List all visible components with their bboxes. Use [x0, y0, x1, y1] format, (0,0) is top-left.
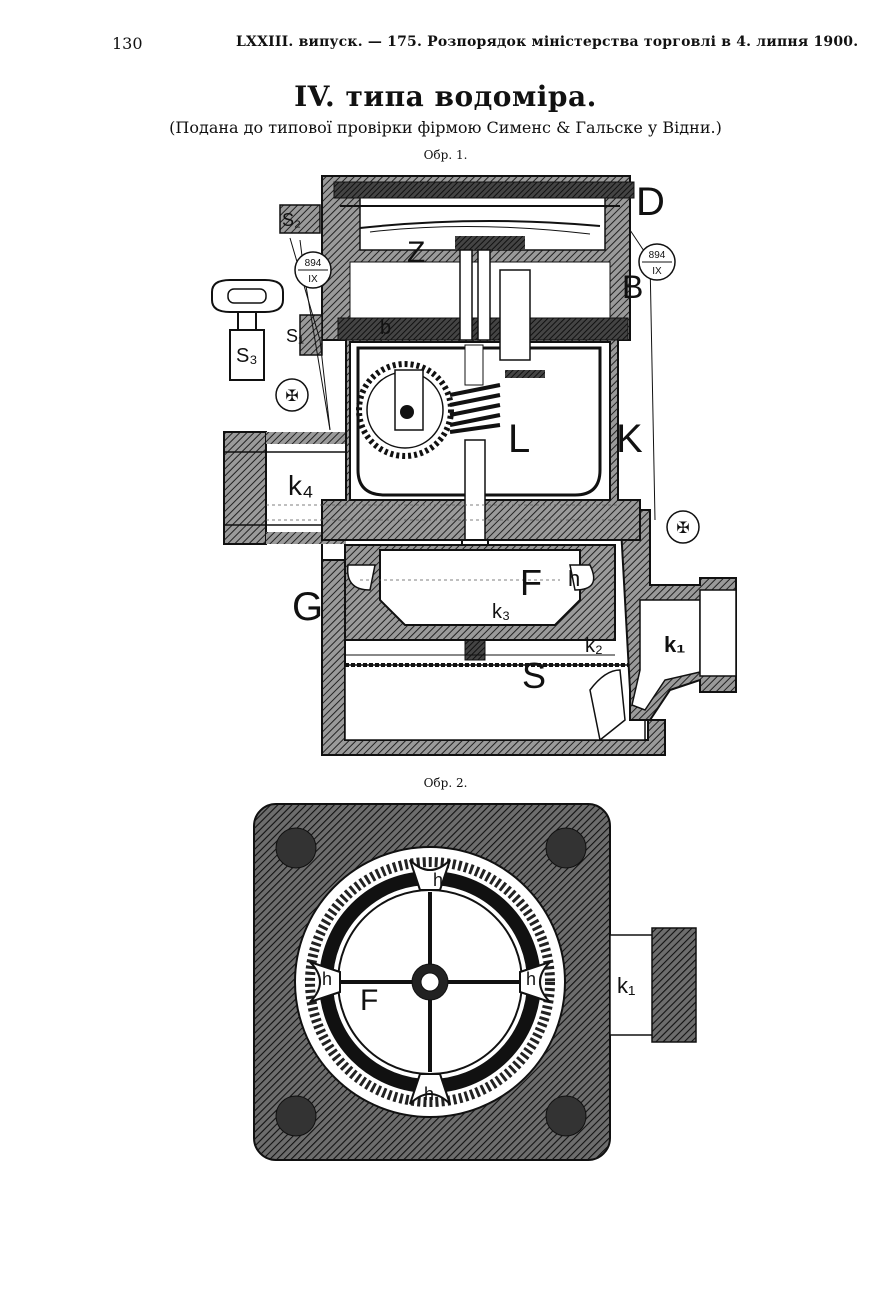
outlet-k1-plan: [609, 927, 697, 1043]
eagle-seal-right: ✠: [666, 510, 700, 544]
figure-2-plan-view: F h h h h k₁: [253, 803, 697, 1161]
counter-gearwork-z: [455, 236, 545, 378]
figure-1-caption: Обр. 1.: [423, 148, 468, 162]
running-header: LXXIII. випуск. — 175. Розпорядок мініст…: [236, 34, 859, 50]
eagle-seal-left: ✠: [275, 378, 309, 412]
label-s: S: [522, 655, 546, 696]
label-s2: S₂: [282, 210, 301, 230]
seal-number-2: IX: [308, 274, 318, 285]
gear-wheel: [356, 361, 454, 459]
plan-label-f: F: [360, 984, 378, 1017]
svg-text:✠: ✠: [676, 520, 689, 537]
label-k4: k₄: [288, 470, 313, 501]
label-f: F: [520, 562, 542, 603]
plan-label-h-right: h: [526, 969, 536, 989]
figure-2-caption: Обр. 2.: [423, 776, 468, 790]
plan-label-k1: k₁: [617, 973, 635, 998]
seal-number-3: 894: [649, 250, 666, 261]
figure-1-water-meter-section: ✠ ✠ D B Z L K F h G S b S₁ S₂ S₃ k₁ k₂ k…: [211, 175, 737, 756]
plan-label-h-bottom: h: [424, 1084, 434, 1104]
seal-number-4: IX: [652, 266, 662, 277]
label-g: G: [292, 585, 323, 629]
page-subtitle: (Подана до типової провірки фірмою Симен…: [169, 118, 722, 137]
label-k3: k₃: [492, 601, 510, 623]
label-s3: S₃: [236, 345, 257, 367]
label-k1: k₁: [664, 632, 685, 657]
label-d: D: [636, 180, 665, 224]
glass-cover-d: [333, 181, 635, 235]
vanes-h: [309, 859, 551, 1105]
page-title: IV. типа водоміра.: [294, 80, 597, 113]
seal-number-1: 894: [305, 258, 322, 269]
page-number: 130: [112, 34, 143, 53]
label-k2: k₂: [585, 635, 603, 657]
svg-text:✠: ✠: [285, 388, 298, 405]
hub: [411, 963, 449, 1001]
screw-s2: [279, 204, 321, 234]
plan-label-h-left: h: [322, 969, 332, 989]
plan-label-h-top: h: [433, 870, 443, 890]
outlet-pipe-k1: [589, 509, 737, 742]
measuring-chamber-f: [344, 544, 616, 656]
label-s1: S₁: [286, 326, 304, 346]
label-z: Z: [407, 236, 425, 269]
label-k: K: [616, 417, 643, 461]
label-h: h: [568, 566, 580, 591]
key-s3: [211, 279, 284, 381]
worm-screw: [449, 344, 501, 434]
seal-upper-left: [294, 251, 332, 289]
seal-upper-right: [638, 243, 676, 281]
label-b-outer: B: [622, 269, 643, 305]
label-l: L: [508, 417, 530, 461]
label-b: b: [380, 317, 391, 339]
construction-lines: [266, 504, 620, 581]
